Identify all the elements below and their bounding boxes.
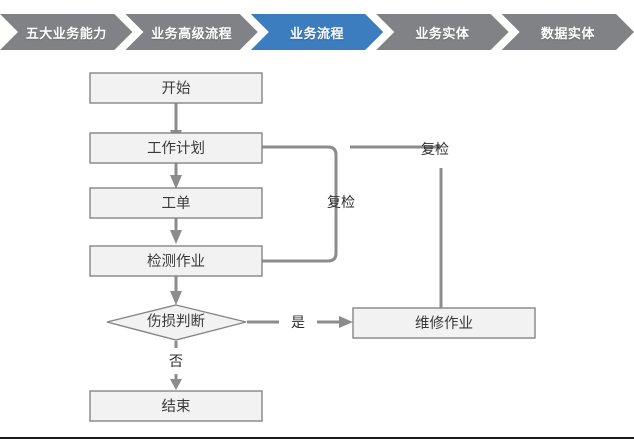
- breadcrumb-item-3-label: 业务流程: [290, 25, 345, 41]
- node-work-order-label: 工单: [162, 195, 191, 212]
- node-start[interactable]: 开始: [89, 72, 263, 104]
- node-maintenance-work-label: 维修作业: [415, 315, 473, 332]
- node-damage-judgement-label: 伤损判断: [147, 313, 205, 330]
- connector-repair-to-plan-recheck: [350, 145, 443, 310]
- node-end-label: 结束: [162, 398, 191, 415]
- node-inspection-work-label: 检测作业: [147, 253, 205, 270]
- breadcrumb-item-3-active[interactable]: 业务流程: [251, 14, 383, 50]
- breadcrumb-item-2[interactable]: 业务高级流程: [125, 14, 257, 50]
- connector-judge-to-end-no: [170, 341, 182, 390]
- breadcrumb-item-1[interactable]: 五大业务能力: [0, 14, 132, 50]
- connector-inspect-to-judge: [170, 273, 182, 305]
- edge-label-recheck-outer: 复检: [421, 141, 449, 157]
- node-inspection-work[interactable]: 检测作业: [89, 245, 263, 277]
- breadcrumb-item-4[interactable]: 业务实体: [376, 14, 508, 50]
- business-process-flowchart: 开始 工作计划 工单 检测作业 伤损判断 维修作业: [89, 72, 536, 422]
- connector-judge-to-repair-yes: [247, 316, 353, 328]
- edge-label-recheck-inner: 复检: [327, 194, 355, 210]
- breadcrumb-item-1-label: 五大业务能力: [25, 25, 107, 41]
- node-work-plan[interactable]: 工作计划: [89, 132, 263, 164]
- node-end[interactable]: 结束: [89, 390, 263, 422]
- node-damage-judgement[interactable]: 伤损判断: [106, 304, 247, 341]
- connector-plan-to-order: [170, 163, 182, 189]
- node-work-plan-label: 工作计划: [147, 140, 205, 157]
- breadcrumb-item-4-label: 业务实体: [415, 25, 470, 41]
- edge-label-yes: 是: [291, 314, 305, 330]
- breadcrumb-item-5-label: 数据实体: [540, 25, 595, 41]
- breadcrumb: 五大业务能力 业务高级流程 业务流程 业务实体 数据实体: [0, 14, 634, 50]
- node-start-label: 开始: [162, 80, 191, 97]
- node-maintenance-work[interactable]: 维修作业: [352, 307, 536, 339]
- breadcrumb-item-5[interactable]: 数据实体: [502, 14, 634, 50]
- node-work-order[interactable]: 工单: [89, 187, 263, 219]
- breadcrumb-item-2-label: 业务高级流程: [151, 25, 233, 41]
- edge-label-no: 否: [169, 353, 183, 369]
